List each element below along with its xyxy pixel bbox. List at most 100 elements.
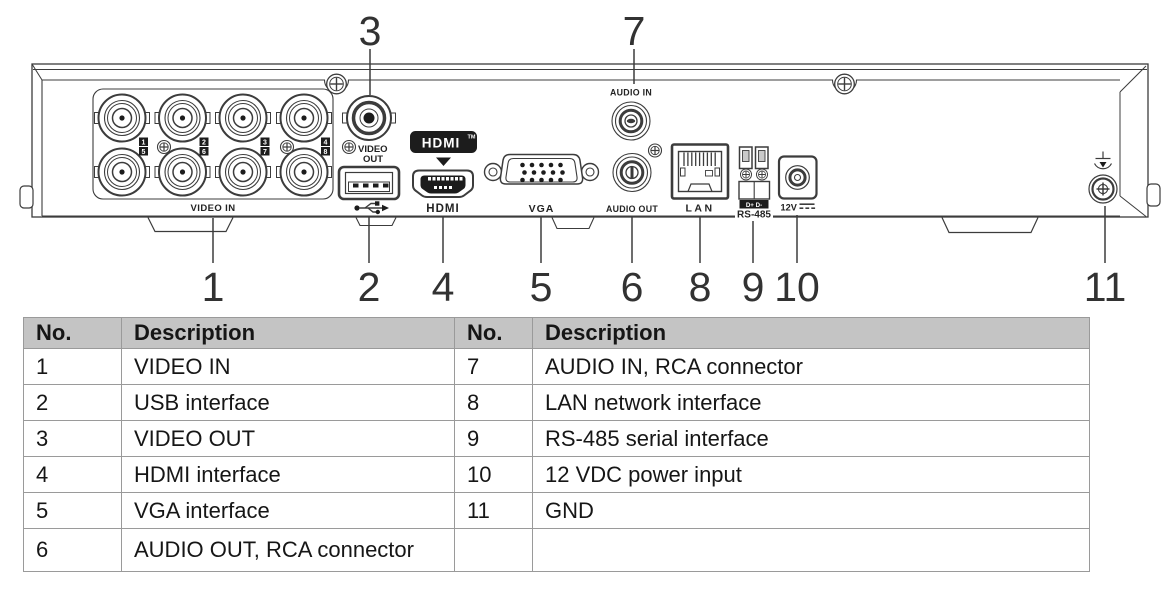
hdmi-port-label: HDMI [426, 203, 459, 215]
usb-icon [354, 201, 389, 215]
video-out-label: VIDEO [358, 144, 388, 155]
panel-screw-icon [834, 73, 855, 95]
rear-panel-diagram: 1 5 2 6 3 7 4 8 VIDEO IN [19, 8, 1161, 310]
audio-out-label: AUDIO OUT [606, 204, 658, 214]
callout-10: 10 [774, 264, 820, 310]
cell-desc [532, 528, 1090, 572]
audio-in-label: AUDIO IN [610, 88, 652, 98]
panel-screw-icon [341, 139, 357, 155]
cell-desc: AUDIO IN, RCA connector [532, 348, 1090, 385]
hdmi-port: HDMI TM HDMI [410, 131, 477, 215]
bnc-connector [214, 93, 272, 143]
bnc-badge: 1 [142, 139, 146, 146]
cell-desc: VIDEO OUT [121, 420, 455, 457]
video-out-connector: VIDEO OUT [341, 95, 396, 165]
callout-numbers: 3 7 1 2 4 5 6 8 9 10 11 [202, 8, 1127, 310]
table-row: 4 HDMI interface 10 12 VDC power input [23, 456, 1090, 493]
callout-7: 7 [623, 8, 646, 54]
bnc-channel-badges: 1 5 2 6 3 7 4 8 [139, 137, 330, 156]
cell-desc: LAN network interface [532, 384, 1090, 421]
rs485-badge: D+ D- [746, 202, 762, 209]
dc-symbol-icon [799, 203, 816, 209]
bnc-connector [154, 93, 211, 143]
bnc-badge: 4 [324, 139, 328, 146]
audio-connectors: AUDIO IN AUDIO OUT [606, 88, 663, 214]
gnd-terminal [1088, 151, 1118, 204]
cell-no: 3 [23, 420, 122, 457]
chassis-foot [355, 217, 397, 227]
bnc-connector [275, 93, 333, 143]
cell-no: 9 [454, 420, 533, 457]
cell-desc: VIDEO IN [121, 348, 455, 385]
cell-no [454, 528, 533, 572]
power-label: 12V [781, 203, 798, 213]
panel-screw-icon [279, 139, 295, 155]
callout-2: 2 [358, 264, 381, 310]
dvr-chassis [19, 63, 1161, 234]
vga-port: VGA [483, 153, 600, 215]
video-in-label: VIDEO IN [191, 203, 236, 214]
callout-5: 5 [530, 264, 553, 310]
cell-no: 5 [23, 492, 122, 529]
table-header-row: No. Description No. Description [23, 317, 1090, 349]
cell-no: 6 [23, 528, 122, 572]
table-row: 3 VIDEO OUT 9 RS-485 serial interface [23, 420, 1090, 457]
chassis-foot [147, 217, 234, 233]
left-mount-tab [19, 185, 34, 209]
bnc-badge: 8 [324, 149, 328, 156]
bnc-badge: 5 [142, 149, 146, 156]
gnd-symbol-icon [1093, 151, 1113, 170]
video-out-label-2: OUT [363, 154, 383, 165]
rs485-terminal: D+ D- RS-485 [735, 146, 773, 221]
table-row: 2 USB interface 8 LAN network interface [23, 384, 1090, 421]
gnd-screw-icon [1088, 174, 1118, 204]
header-no-left: No. [23, 317, 122, 349]
callout-8: 8 [689, 264, 712, 310]
bnc-badge: 2 [202, 139, 206, 146]
cell-desc: HDMI interface [121, 456, 455, 493]
vga-label: VGA [529, 203, 555, 215]
connector-description-table: No. Description No. Description 1 VIDEO … [23, 317, 1090, 572]
cell-desc: GND [532, 492, 1090, 529]
callout-11: 11 [1084, 264, 1127, 310]
chassis-foot [941, 217, 1039, 234]
hdmi-logo-text: HDMI [422, 136, 461, 151]
panel-screw-icon [647, 143, 663, 158]
callout-4: 4 [432, 264, 455, 310]
terminal-screw-icon [739, 168, 753, 181]
chassis-foot [551, 217, 595, 230]
terminal-screw-icon [755, 168, 769, 181]
right-mount-tab [1146, 183, 1161, 207]
table-row: 6 AUDIO OUT, RCA connector [23, 528, 1090, 572]
cell-desc: RS-485 serial interface [532, 420, 1090, 457]
callout-9: 9 [742, 264, 765, 310]
callout-lines [212, 49, 1106, 263]
header-description-right: Description [532, 317, 1090, 349]
cell-no: 10 [454, 456, 533, 493]
callout-6: 6 [621, 264, 644, 310]
lan-label: LAN [685, 203, 714, 215]
bnc-connector [93, 93, 151, 143]
power-jack: 12V [777, 155, 818, 213]
lan-port: LAN [670, 143, 730, 215]
rs485-label: RS-485 [737, 210, 771, 221]
cell-no: 4 [23, 456, 122, 493]
cell-no: 2 [23, 384, 122, 421]
bnc-badge: 6 [202, 149, 206, 156]
cell-desc: 12 VDC power input [532, 456, 1090, 493]
callout-3: 3 [359, 8, 382, 54]
vga-pins [520, 162, 565, 183]
cell-no: 7 [454, 348, 533, 385]
hdmi-logo-tm: TM [468, 135, 476, 141]
table-row: 5 VGA interface 11 GND [23, 492, 1090, 529]
bnc-badge: 3 [263, 139, 267, 146]
cell-desc: AUDIO OUT, RCA connector [121, 528, 455, 572]
cell-no: 11 [454, 492, 533, 529]
hdmi-arrow-icon [436, 157, 451, 166]
callout-1: 1 [202, 264, 225, 310]
header-no-right: No. [454, 317, 533, 349]
cell-desc: VGA interface [121, 492, 455, 529]
table-row: 1 VIDEO IN 7 AUDIO IN, RCA connector [23, 348, 1090, 385]
cell-desc: USB interface [121, 384, 455, 421]
